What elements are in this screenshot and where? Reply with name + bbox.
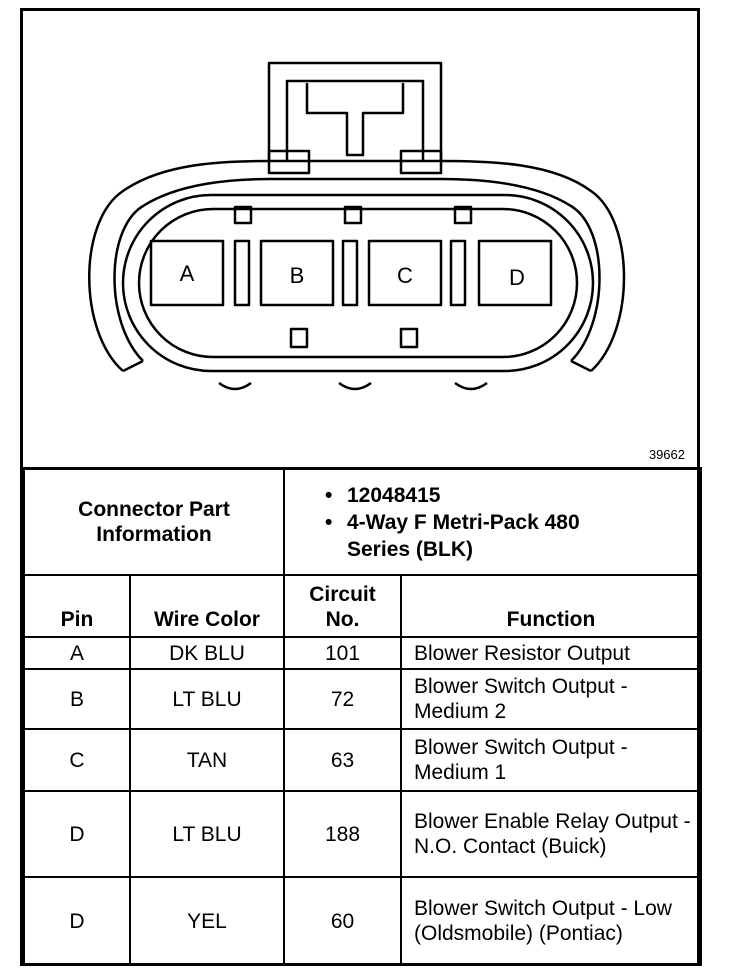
bottom-bump — [454, 381, 488, 391]
top-key — [233, 205, 253, 225]
bottom-key — [399, 327, 419, 349]
function-cell: Blower Switch Output - Medium 2 — [400, 668, 702, 730]
shell-bottom-edge — [122, 359, 592, 373]
connector-inner-body — [121, 193, 595, 373]
pin-cell: D — [23, 790, 131, 878]
pin-cavity-b — [259, 239, 335, 307]
wire-color-cell: YEL — [129, 876, 285, 966]
connector-shell-ring — [113, 177, 601, 362]
pin-label-a: A — [180, 261, 195, 286]
table-row: C TAN 63 Blower Switch Output - Medium 1 — [23, 728, 702, 792]
table-row: B LT BLU 72 Blower Switch Output - Mediu… — [23, 668, 702, 730]
table-row: A DK BLU 101 Blower Resistor Output — [23, 636, 702, 670]
pin-cell: D — [23, 876, 131, 966]
header-pin: Pin — [23, 574, 131, 638]
table-row: D YEL 60 Blower Switch Output - Low (Old… — [23, 876, 702, 966]
header-function: Function — [400, 574, 702, 638]
pin-label-b: B — [290, 263, 305, 288]
cavity-separator — [341, 239, 359, 307]
figure-number: 39662 — [648, 447, 685, 462]
wire-color-cell: LT BLU — [129, 668, 285, 730]
circuit-cell: 101 — [283, 636, 402, 670]
locking-tab-inner — [305, 83, 405, 157]
part-info-values: 12048415 4-Way F Metri-Pack 480 Series (… — [283, 467, 702, 576]
table-header-row: Pin Wire Color Circuit No. Function — [23, 574, 702, 638]
pin-cavity-d — [477, 239, 553, 307]
wire-color-cell: DK BLU — [129, 636, 285, 670]
circuit-cell: 63 — [283, 728, 402, 792]
circuit-cell: 188 — [283, 790, 402, 878]
bottom-bump — [218, 381, 252, 391]
part-info-list: 12048415 4-Way F Metri-Pack 480 Series (… — [325, 482, 700, 563]
function-cell: Blower Switch Output - Medium 1 — [400, 728, 702, 792]
pin-label-c: C — [397, 263, 413, 288]
part-info-label-text: Connector Part Information — [78, 498, 230, 546]
part-number: 12048415 — [325, 482, 700, 509]
connector-series: 4-Way F Metri-Pack 480 Series (BLK) — [325, 509, 637, 563]
part-info-label: Connector Part Information — [23, 467, 285, 576]
bottom-key — [289, 327, 309, 349]
function-cell: Blower Resistor Output — [400, 636, 702, 670]
cavity-separator — [233, 239, 251, 307]
bottom-bump — [338, 381, 372, 391]
pin-label-d: D — [509, 265, 525, 290]
connector-info-table: Connector Part Information 12048415 4-Wa… — [23, 467, 702, 966]
function-cell: Blower Switch Output - Low (Oldsmobile) … — [400, 876, 702, 966]
wire-color-cell: TAN — [129, 728, 285, 792]
table-row: D LT BLU 188 Blower Enable Relay Output … — [23, 790, 702, 878]
function-text: Blower Switch Output - Low (Oldsmobile) … — [414, 897, 672, 945]
header-circuit-text: Circuit No. — [309, 583, 376, 631]
pin-cell: C — [23, 728, 131, 792]
header-wire-color: Wire Color — [129, 574, 285, 638]
connector-outer-shell — [88, 159, 626, 372]
pin-cell: A — [23, 636, 131, 670]
part-info-row: Connector Part Information 12048415 4-Wa… — [23, 467, 702, 576]
top-key — [453, 205, 473, 225]
locking-tab-slot — [285, 79, 425, 161]
locking-tab — [267, 61, 443, 161]
pin-cell: B — [23, 668, 131, 730]
connector-cavity-face — [137, 207, 579, 359]
cavity-separator — [449, 239, 467, 307]
function-cell: Blower Enable Relay Output - N.O. Contac… — [400, 790, 702, 878]
connector-sheet: A B C D 39662 Connector Part Information… — [20, 8, 702, 966]
header-circuit: Circuit No. — [283, 574, 402, 638]
wire-color-cell: LT BLU — [129, 790, 285, 878]
circuit-cell: 60 — [283, 876, 402, 966]
pin-cavity-a — [149, 239, 225, 307]
pin-cavity-c — [367, 239, 443, 307]
connector-drawing: A B C D — [88, 61, 626, 391]
top-key — [343, 205, 363, 225]
circuit-cell: 72 — [283, 668, 402, 730]
